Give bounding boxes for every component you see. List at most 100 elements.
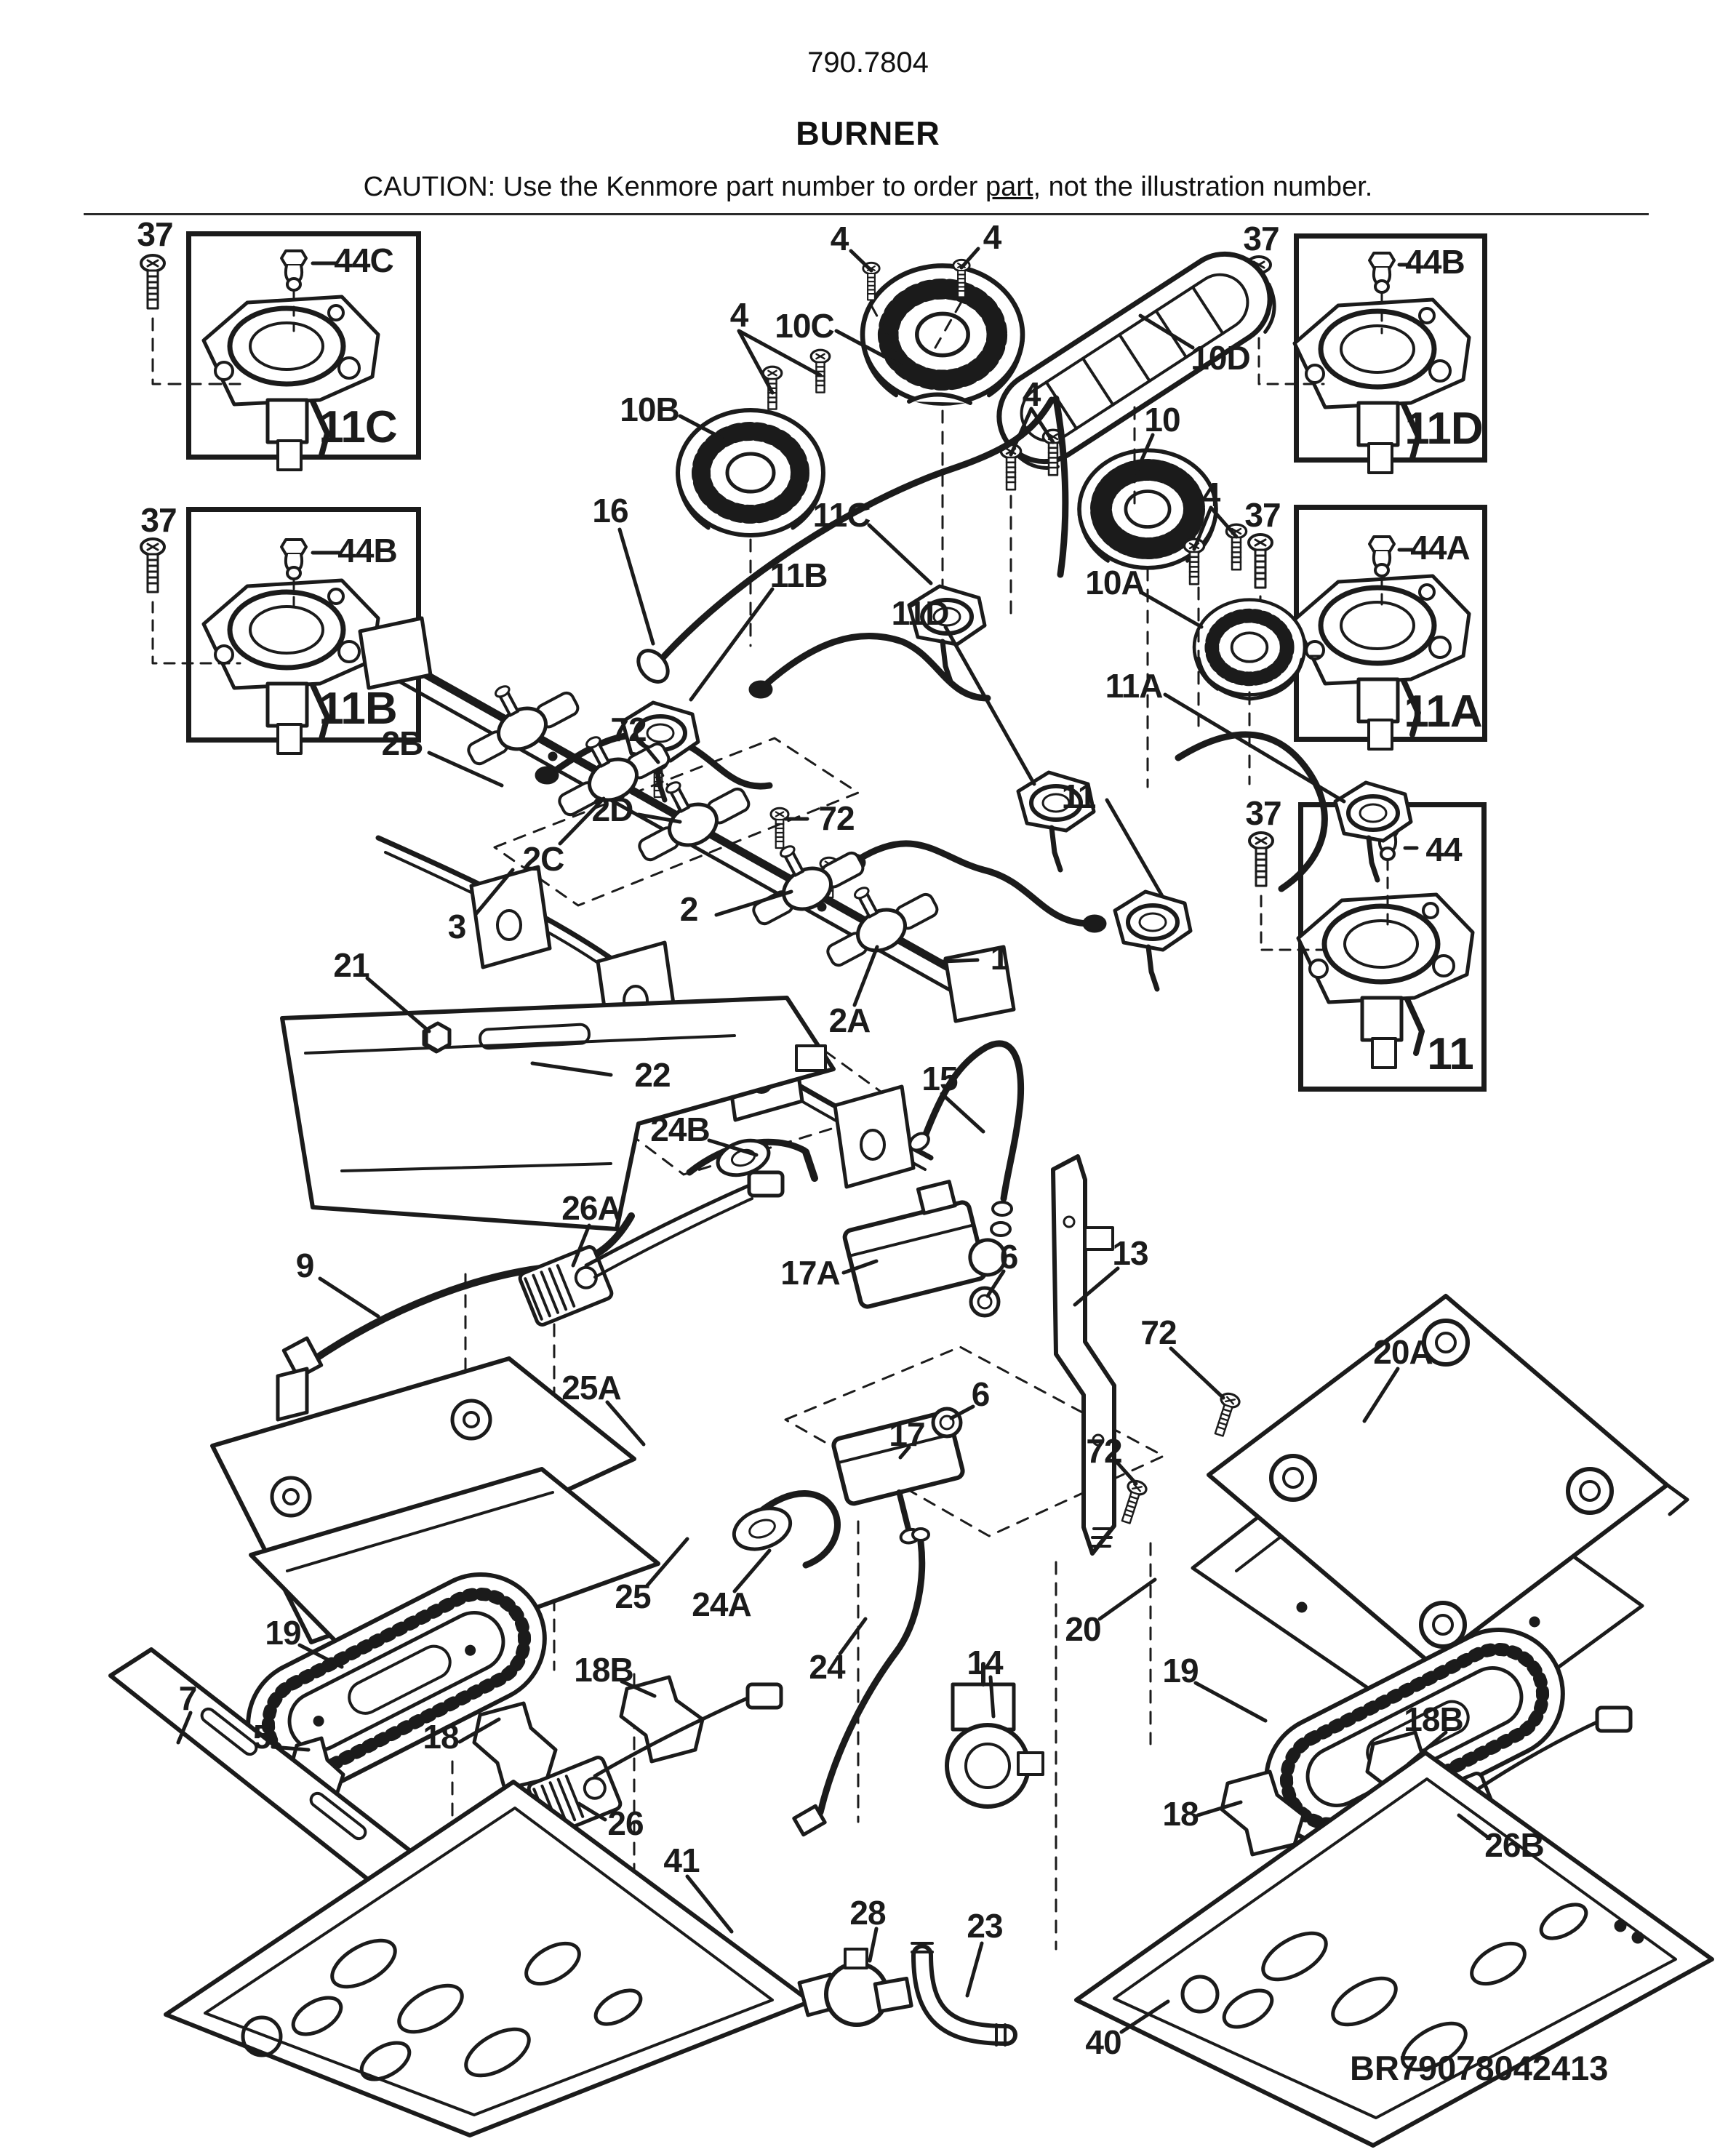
callout-2a-40: 2A [828,1001,871,1039]
callout-11b-18: 11B [319,684,397,734]
callout-37-0: 37 [137,215,173,253]
heat-shield-25-drawing [249,1467,660,1672]
callout-40-73: 40 [1085,2023,1121,2061]
callout-18b-58: 18B [574,1651,633,1689]
callout-4-4: 4 [983,218,1002,256]
callout-2c-31: 2C [522,840,565,878]
callout-23-72: 23 [967,1907,1003,1945]
callout-25-55: 25 [615,1577,651,1615]
callout-19-57: 19 [265,1614,301,1652]
callout-26a-44: 26A [561,1189,621,1227]
callout-4-22: 4 [1201,476,1221,513]
callout-9-45: 9 [295,1247,315,1284]
callout-44b-8: 44B [1405,243,1465,281]
callout-25a-51: 25A [561,1369,621,1407]
callout-41-70: 41 [663,1841,700,1879]
tube-24a-drawing [732,1490,841,1569]
burner-pan-40-drawing [1074,1751,1714,2148]
callout-20-61: 20 [1065,1610,1101,1648]
callout-5-64: 5 [252,1718,272,1756]
caution-underlined-word: part [985,172,1033,202]
callout-21-39: 21 [333,946,369,984]
callout-2-37: 2 [679,890,699,928]
callout-37-33: 37 [1245,794,1281,832]
page-title: BURNER [796,115,940,152]
tube-9-drawing [276,1212,635,1422]
callout-6-52: 6 [971,1375,991,1413]
spark-module-26a-drawing [519,1170,785,1327]
cover-plate-20a-drawing [1207,1294,1689,1666]
leader-lines [176,247,1492,2034]
callout-72-27: 72 [610,711,647,748]
burner-supply-tubes-drawing [535,633,1328,933]
callout-10c-5: 10C [775,307,834,345]
callout-6-47: 6 [999,1238,1019,1276]
callout-37-23: 37 [1244,496,1281,534]
callout-16-14: 16 [592,492,628,529]
callout-11a-25: 11A [1404,687,1482,737]
callout-18b-66: 18B [1404,1700,1463,1738]
burner-pan-41-drawing [164,1780,812,2137]
callout-10d-6: 10D [1191,339,1250,377]
drawing-code: BR79078042413 [1350,2049,1609,2087]
callout-26b-69: 26B [1484,1826,1544,1864]
callout-44a-24: 44A [1410,529,1470,567]
caution-prefix: CAUTION: Use the Kenmore part number to … [363,172,986,202]
inset-box-11c [186,231,421,460]
burner-head-10-drawing [1079,450,1216,568]
header-divider [84,213,1649,215]
callout-24-59: 24 [809,1648,845,1686]
tube-24-drawing [792,1527,930,1837]
callout-24a-56: 24A [692,1585,751,1623]
spark-module-26-drawing [527,1682,783,1837]
callout-37-7: 37 [1243,220,1279,257]
callout-13-48: 13 [1112,1234,1148,1272]
callout-11c-15: 11C [812,496,871,534]
elbow-23-drawing [911,1942,1017,2047]
callout-4-10: 4 [729,296,749,334]
callout-11a-26: 11A [1105,667,1164,705]
callout-10a-21: 10A [1085,564,1145,601]
callout-15-42: 15 [921,1060,958,1097]
inset-11-igniter-drawing [1248,819,1473,1068]
supply-bracket-13-drawing [1051,1154,1116,1556]
fitting-6-upper-drawing [969,1286,1001,1318]
callout-3-36: 3 [447,908,467,945]
callout-72-49: 72 [1140,1313,1177,1351]
caution-text: CAUTION: Use the Kenmore part number to … [0,172,1736,203]
callout-17-53: 17 [889,1415,925,1453]
safety-valve-14-drawing [945,1662,1044,1809]
callout-24b-43: 24B [650,1111,710,1148]
callout-11-35: 11 [1427,1029,1474,1079]
callout-72-54: 72 [1086,1432,1122,1470]
callout-17a-46: 17A [780,1254,840,1292]
burner-head-10c-drawing [863,265,1023,403]
callout-44b-17: 44B [337,532,397,569]
caution-suffix: , not the illustration number. [1033,172,1373,202]
valve-28-drawing [797,1948,913,2027]
callout-11b-19: 11B [769,556,828,594]
gas-valve-17-drawing [831,1410,965,1545]
callout-7-63: 7 [178,1679,198,1717]
gas-tube-16-drawing [636,395,1069,684]
tube-15-drawing [908,1040,1025,1237]
callout-20a-50: 20A [1373,1333,1433,1371]
spark-module-26b-drawing [1406,1705,1633,1853]
callout-44c-1: 44C [334,241,393,279]
callout-11d-9: 11D [1404,404,1483,454]
callout-14-60: 14 [967,1644,1003,1681]
tube-24b-drawing [686,1138,818,1182]
inset-11d-igniter-drawing [1246,252,1469,473]
callout-37-16: 37 [140,501,177,539]
inset-11b-igniter-drawing [140,537,378,753]
callout-44-34: 44 [1425,831,1462,868]
callout-26-68: 26 [607,1804,644,1842]
callout-2d-29: 2D [591,791,634,828]
callout-11-32: 11 [1061,777,1097,815]
callout-22-41: 22 [634,1056,671,1094]
callout-28-71: 28 [849,1894,886,1932]
inset-11c-igniter-drawing [140,249,378,470]
